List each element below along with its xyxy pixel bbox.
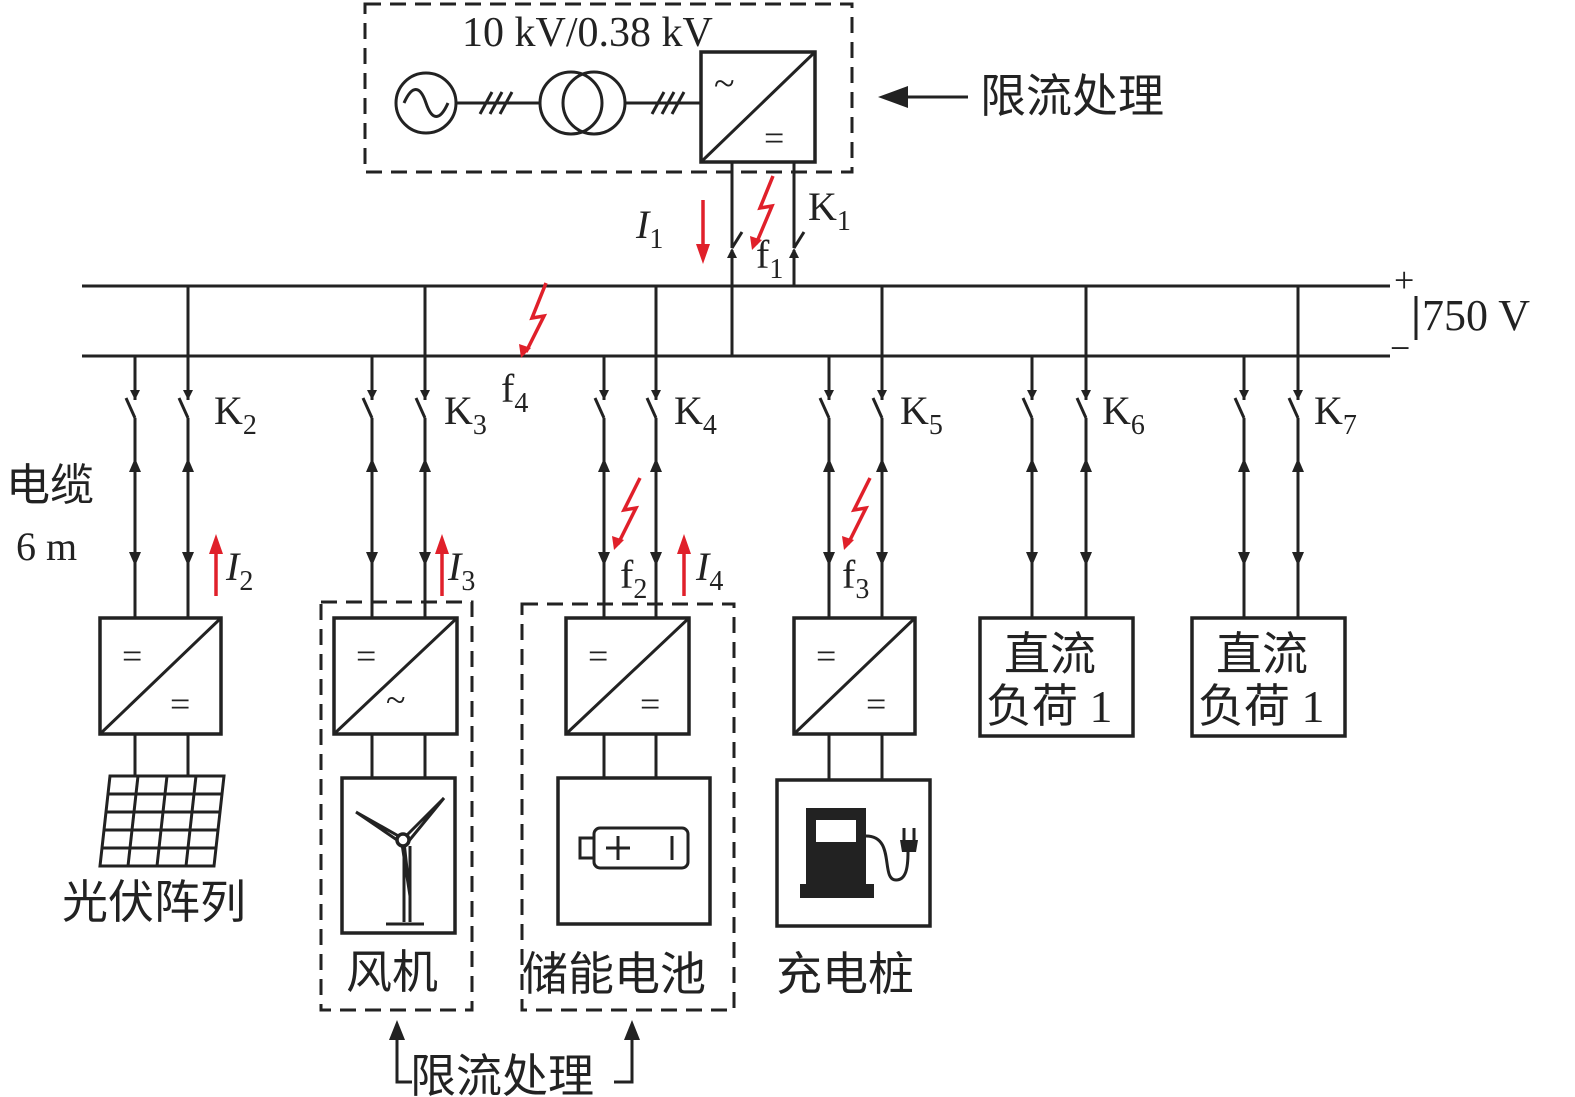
cable-label-line1: 电缆 — [6, 461, 94, 510]
current-i4-label: I4 — [695, 544, 723, 597]
battery-icon — [578, 826, 690, 870]
solar-panel-icon — [98, 774, 226, 868]
svg-text:=: = — [122, 636, 142, 676]
pv-dc-dc-converter-icon: = = — [98, 616, 223, 736]
wind-current-limit-box — [319, 600, 474, 1012]
svg-text:=: = — [170, 684, 190, 724]
bottom-limit-bracket — [389, 1020, 640, 1084]
three-phase-mark-icon — [650, 91, 686, 115]
feeder-battery — [593, 286, 662, 618]
switch-k1 — [727, 231, 806, 356]
battery-dc-dc-converter-icon: = = — [564, 616, 691, 736]
current-i1-label: I1 — [635, 202, 663, 255]
dc-load-2-line1: 直流 — [1216, 629, 1308, 680]
fault-f1-icon — [750, 175, 775, 250]
transformer-icon — [538, 70, 627, 136]
svg-text:=: = — [588, 636, 608, 676]
current-i2-label: I2 — [225, 544, 253, 597]
switch-k5-label: K5 — [900, 388, 943, 441]
charger-dc-dc-converter-icon: = = — [792, 616, 917, 736]
feeder-load-2 — [1233, 286, 1304, 618]
charging-pile-label: 充电桩 — [776, 949, 914, 1000]
switch-k4-label: K4 — [674, 388, 717, 441]
switch-k1-label: K1 — [808, 184, 851, 237]
dc-load-1-box — [978, 616, 1135, 738]
pv-array-label: 光伏阵列 — [62, 877, 246, 928]
fault-f4-label: f4 — [501, 366, 528, 419]
ac-source-icon — [394, 71, 458, 135]
feeder-pv — [124, 286, 194, 618]
fault-f4-icon — [519, 282, 548, 358]
feeder-load-1 — [1021, 286, 1092, 618]
bus-plus-sign: + — [1394, 260, 1414, 300]
transformer-voltage-label: 10 kV/0.38 kV — [462, 10, 713, 56]
current-limit-label-top: 限流处理 — [980, 71, 1164, 122]
feeder-wind — [361, 286, 431, 618]
dc-load-2-box — [1190, 616, 1347, 738]
fault-f2-icon — [612, 477, 642, 550]
wind-turbine-icon — [355, 796, 446, 926]
three-phase-mark-icon — [478, 91, 514, 115]
switch-k3-label: K3 — [444, 388, 487, 441]
svg-text:=: = — [640, 684, 660, 724]
feeder-charger — [818, 286, 888, 618]
wind-turbine-frame — [340, 776, 457, 935]
current-i2-arrow — [209, 534, 223, 596]
fault-f3-icon — [842, 477, 872, 550]
battery-label: 储能电池 — [522, 949, 706, 1000]
wind-turbine-label: 风机 — [346, 947, 438, 998]
grid-connection-box — [363, 2, 854, 174]
svg-text:=: = — [866, 684, 886, 724]
bus-voltage-label: 750 V — [1422, 291, 1530, 340]
current-i1-arrow — [696, 200, 710, 264]
current-i3-arrow — [435, 534, 449, 596]
svg-text:~: ~ — [714, 63, 735, 105]
svg-text:=: = — [764, 118, 784, 158]
fault-f3-label: f3 — [842, 552, 869, 605]
dc-load-1-line2: 负荷 1 — [986, 681, 1113, 732]
cable-label-line2: 6 m — [16, 524, 77, 569]
svg-text:=: = — [816, 636, 836, 676]
dc-load-2-line2: 负荷 1 — [1198, 681, 1325, 732]
current-i4-arrow — [677, 534, 691, 596]
fault-f1-label: f1 — [756, 232, 783, 285]
current-i3-label: I3 — [447, 544, 475, 597]
bus-minus-sign: − — [1390, 328, 1410, 368]
charging-pile-icon — [800, 808, 918, 898]
dc-load-1-line1: 直流 — [1004, 629, 1096, 680]
wind-dc-ac-converter-icon: = ~ — [332, 616, 459, 736]
battery-current-limit-box — [520, 602, 736, 1012]
ac-dc-converter-icon: ~ = — [699, 50, 817, 164]
switch-k7-label: K7 — [1314, 388, 1357, 441]
switch-k2-label: K2 — [214, 388, 257, 441]
battery-frame — [556, 776, 712, 926]
switch-k6-label: K6 — [1102, 388, 1145, 441]
svg-text:=: = — [356, 636, 376, 676]
svg-text:~: ~ — [386, 680, 405, 720]
fault-f2-label: f2 — [620, 552, 647, 605]
current-limit-label-bottom: 限流处理 — [410, 1051, 594, 1097]
